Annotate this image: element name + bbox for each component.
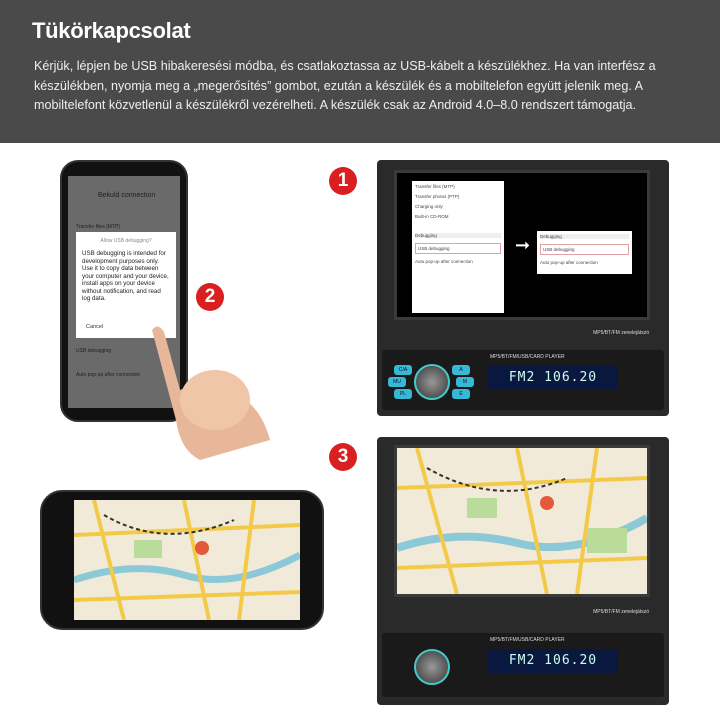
usb-menu-panel: Transfer files (MTP) Transfer photos (PT… [412,181,504,313]
menu-item[interactable]: Charging only [415,204,443,209]
usb-debugging-toggle[interactable]: USB debugging [540,244,629,255]
faceplate-1: C/A MU PL A M E MP5/BT/FM/USB/CARD PLAYE… [382,350,664,410]
cancel-button[interactable]: Cancel [86,324,104,330]
menu-item[interactable]: Transfer files (MTP) [415,184,455,189]
model-label: MP5/BT/FM zenelejátszó [593,330,649,336]
bg-item: Auto pop-up after connection [76,372,141,378]
dialog-body: USB debugging is intended for developmen… [82,250,169,302]
car-screen-map [394,445,650,597]
description: Kérjük, lépjen be USB hibakeresési módba… [34,59,656,112]
auto-popup-toggle[interactable]: Auto pop-up after connection [540,260,598,265]
phone-screen: Bekuld connection Transfer files (MTP) U… [68,176,180,408]
volume-knob[interactable] [414,364,450,400]
player-label: MP5/BT/FM/USB/CARD PLAYER [490,354,565,360]
player-label: MP5/BT/FM/USB/CARD PLAYER [490,637,565,643]
usb-debugging-toggle[interactable]: USB debugging [415,243,501,254]
menu-item[interactable]: Built-in CD-ROM [415,214,449,219]
dialog-title: Allow USB debugging? [100,238,152,244]
phone-map-screen [74,500,300,620]
phone-landscape [40,490,324,630]
button[interactable]: PL [394,389,412,399]
map-view [74,500,300,620]
volume-knob[interactable] [414,649,450,685]
button[interactable]: E [452,389,470,399]
menu-item[interactable]: Transfer photos (PTP) [415,194,460,199]
step-badge-1: 1 [329,167,357,195]
car-unit-1: Transfer files (MTP) Transfer photos (PT… [377,160,669,416]
car-screen-1: Transfer files (MTP) Transfer photos (PT… [394,170,650,320]
radio-display: FM2 106.20 [488,366,618,390]
usb-debug-dialog: Allow USB debugging? USB debugging is in… [76,232,176,338]
auto-popup-toggle[interactable]: Auto pop-up after connection [415,259,473,264]
car-unit-2: MP5/BT/FM zenelejátszó MP5/BT/FM/USB/CAR… [377,437,669,705]
bg-item: Transfer files (MTP) [76,224,120,230]
map-view [395,447,649,595]
phone-portrait: Bekuld connection Transfer files (MTP) U… [60,160,188,422]
step-badge-3: 3 [329,443,357,471]
button[interactable]: M [456,377,474,387]
button[interactable]: C/A [394,365,412,375]
radio-display: FM2 106.20 [488,649,618,673]
button[interactable]: MU [388,377,406,387]
page-title: Tükörkapcsolat [32,18,191,43]
phone-topbar: Bekuld connection [98,192,156,199]
bg-item: USB debugging [76,348,112,354]
step-badge-2: 2 [196,283,224,311]
arrow-right-icon: ➞ [515,235,531,255]
section-label: Debugging [540,234,629,239]
button[interactable]: A [452,365,470,375]
header-banner: Tükörkapcsolat Kérjük, lépjen be USB hib… [0,0,720,143]
model-label: MP5/BT/FM zenelejátszó [593,609,649,615]
usb-debug-zoom-panel: Debugging USB debugging Auto pop-up afte… [537,231,632,274]
section-label: Debugging [415,233,501,238]
hand-illustration [152,326,270,460]
faceplate-2: MP5/BT/FM/USB/CARD PLAYER FM2 106.20 [382,633,664,697]
